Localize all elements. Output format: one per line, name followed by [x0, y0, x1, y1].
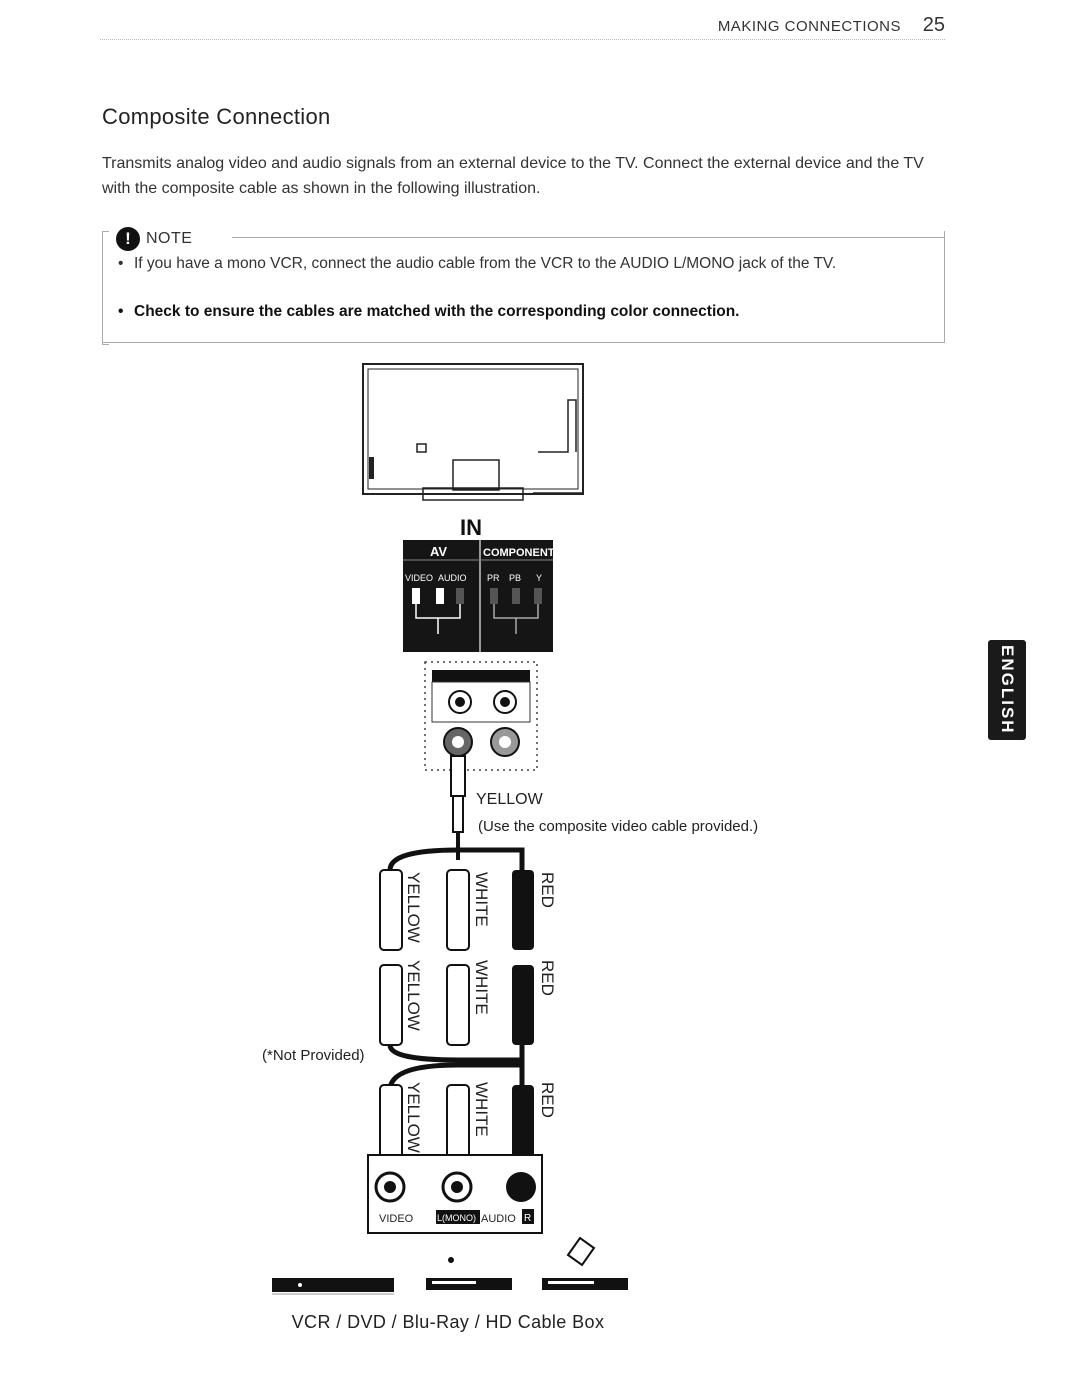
language-tab: ENGLISH — [988, 640, 1026, 740]
device-video-label: VIDEO — [379, 1213, 414, 1225]
connection-diagram: IN AV COMPONENT VIDEO AUDIO PR PB Y — [250, 360, 870, 1320]
language-tab-label: ENGLISH — [998, 645, 1017, 735]
panel-audio-label: AUDIO — [438, 573, 467, 583]
note-icon: ! — [116, 227, 140, 251]
device-caption: VCR / DVD / Blu-Ray / HD Cable Box — [291, 1312, 605, 1332]
cable-provided-note: (Use the composite video cable provided.… — [478, 818, 758, 835]
panel-video-label: VIDEO — [405, 573, 433, 583]
note-box: ! NOTE If you have a mono VCR, connect t… — [102, 227, 945, 345]
note-header: ! NOTE — [114, 227, 199, 251]
device-audio-label: AUDIO — [481, 1213, 516, 1225]
page-title: Composite Connection — [102, 104, 331, 129]
plug-label-white: WHITE — [472, 1082, 491, 1137]
header-rule — [100, 39, 945, 40]
component-label: COMPONENT — [483, 547, 555, 559]
jack-zoom-view — [424, 661, 538, 771]
av-label: AV — [430, 544, 447, 559]
plug-label-yellow: YELLOW — [404, 872, 423, 943]
composite-video-cable — [450, 755, 466, 860]
rca-cable-set-upper — [379, 847, 534, 1063]
source-devices-illustration — [272, 1236, 628, 1295]
device-r-label: R — [524, 1213, 531, 1224]
plug-label-yellow: YELLOW — [404, 1082, 423, 1153]
plug-labels-upper: YELLOW WHITE RED YELLOW WHITE RED — [404, 872, 557, 1031]
not-provided-note: (*Not Provided) — [262, 1047, 365, 1064]
plug-label-white: WHITE — [472, 872, 491, 927]
yellow-label: YELLOW — [476, 791, 544, 808]
note-title: NOTE — [146, 230, 193, 247]
rca-cable-set-lower — [379, 1062, 534, 1166]
plug-labels-lower: YELLOW WHITE RED — [404, 1082, 557, 1153]
note-item: If you have a mono VCR, connect the audi… — [118, 253, 918, 275]
device-output-panel: VIDEO L(MONO) AUDIO R — [367, 1154, 543, 1234]
in-label: IN — [460, 515, 482, 540]
plug-label-red: RED — [538, 960, 557, 996]
panel-pb-label: PB — [509, 573, 521, 583]
device-lmono-label: L(MONO) — [437, 1213, 476, 1223]
panel-pr-label: PR — [487, 573, 500, 583]
note-rule — [232, 237, 944, 238]
page-header: MAKING CONNECTIONS 25 — [100, 14, 945, 42]
plug-label-red: RED — [538, 872, 557, 908]
tv-input-panel: AV COMPONENT VIDEO AUDIO PR PB Y — [403, 540, 555, 652]
plug-label-red: RED — [538, 1082, 557, 1118]
header-section-title: MAKING CONNECTIONS — [711, 18, 901, 35]
plug-label-yellow: YELLOW — [404, 960, 423, 1031]
intro-paragraph: Transmits analog video and audio signals… — [102, 155, 924, 197]
tv-back-illustration — [362, 363, 584, 501]
plug-label-white: WHITE — [472, 960, 491, 1015]
panel-y-label: Y — [536, 573, 542, 583]
page-number: 25 — [918, 14, 945, 37]
note-item-bold: Check to ensure the cables are matched w… — [118, 301, 918, 323]
